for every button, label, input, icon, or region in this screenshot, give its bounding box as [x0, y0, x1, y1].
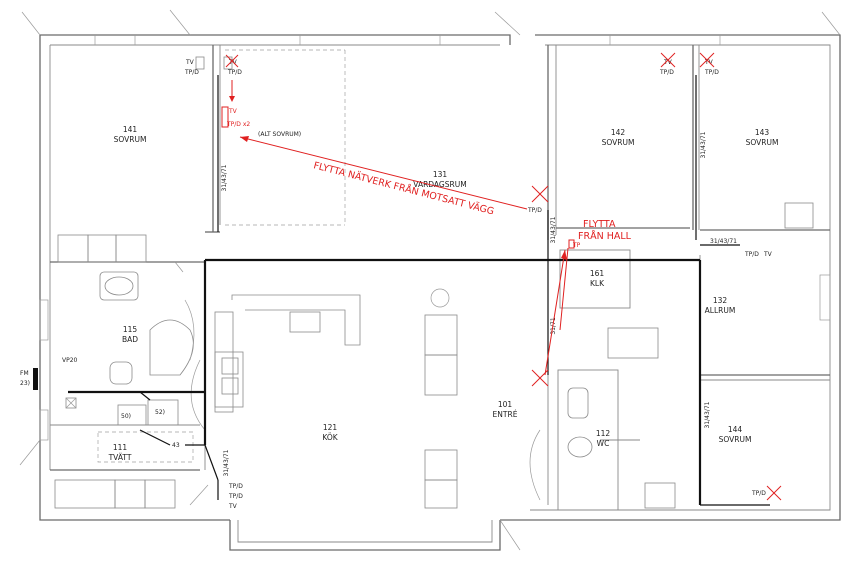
cable-labels: 31/43/71 31/43/71 31/43/71 31/43/71 31/4… [221, 131, 737, 476]
room-142-name: SOVRUM [602, 138, 635, 147]
outlets: TV TP/D TV TP/D TV TP/D x2 TV TP/D TV TP… [184, 56, 773, 510]
room-112-number: 112 [596, 429, 611, 438]
room-111-number: 111 [113, 443, 128, 452]
vp-label: VP20 [62, 357, 78, 364]
room-141-number: 141 [123, 125, 138, 134]
arrow-head-icon [561, 250, 567, 260]
removed-outlet-icon [225, 54, 239, 68]
removed-outlet-icon [699, 52, 715, 68]
room-141-name: SOVRUM [114, 135, 147, 144]
outlet-132-tpd: TP/D [744, 251, 759, 258]
outlet-tp-moved: TP [572, 242, 581, 249]
outlet-143-tpd: TP/D [704, 69, 719, 76]
interior-walls [50, 45, 830, 511]
alt-sovrum-note: (ALT SOVRUM) [258, 131, 301, 138]
room-132-number: 132 [713, 296, 728, 305]
cable-label-kok: 31/43/71 [223, 449, 230, 476]
move-hall-note-1: FLYTTA [583, 219, 616, 230]
outlet-142-tv: TV [663, 59, 673, 66]
outlet-kok-tv: TV [228, 503, 238, 510]
room-143-name: SOVRUM [746, 138, 779, 147]
cable-label-entre: 31/71 [550, 317, 557, 334]
fixtures [54, 202, 814, 509]
room-132-name: ALLRUM [705, 306, 736, 315]
room-112-name: WC [597, 439, 610, 448]
outlet-144-tpd: TP/D [751, 490, 766, 497]
cable-label-131: 31/43/71 [550, 216, 557, 243]
outlet-kok-tpd: TP/D [228, 483, 243, 490]
outlet-new-tv: TV [228, 108, 238, 115]
room-115-name: BAD [122, 335, 138, 344]
appliance-52: 52) [155, 409, 165, 416]
outlet-box-141-a [195, 56, 205, 70]
outlet-141-tpd: TP/D [184, 69, 199, 76]
outlet-141b-tpd: TP/D [227, 69, 242, 76]
arrow-head-icon [229, 96, 235, 102]
room-131-name: VARDAGSRUM [413, 180, 466, 189]
markup: FLYTTA NÄTVERK FRÅN MOTSATT VÄGG FLYTTA … [221, 52, 782, 501]
move-hall-note-2: FRÅN HALL [578, 230, 632, 242]
fm-number: 23) [20, 380, 30, 387]
room-142-number: 142 [611, 128, 626, 137]
outlet-142-tpd: TP/D [659, 69, 674, 76]
arrow-head-icon [240, 136, 249, 142]
equipment: FM 23) VP20 50) 52) 43 [20, 357, 205, 449]
room-161-name: KLK [590, 279, 605, 288]
removed-outlet-icon [531, 369, 549, 387]
outlet-132-tv: TV [763, 251, 773, 258]
fm-label: FM [20, 370, 29, 377]
room-115-number: 115 [123, 325, 138, 334]
fm-box-icon [33, 368, 38, 390]
room-labels: 141 SOVRUM 131 VARDAGSRUM 142 SOVRUM 143… [108, 125, 779, 462]
room-101-number: 101 [498, 400, 513, 409]
outlet-141-tv: TV [185, 59, 195, 66]
room-143-number: 143 [755, 128, 770, 137]
outer-walls [19, 9, 841, 551]
room-121-number: 121 [323, 423, 338, 432]
room-144-number: 144 [728, 425, 743, 434]
room-111-name: TVÄTT [108, 453, 132, 462]
junction-box-icon [65, 397, 77, 409]
room-101-name: ENTRÉ [493, 410, 518, 419]
move-network-note: FLYTTA NÄTVERK FRÅN MOTSATT VÄGG [312, 159, 495, 217]
outlet-131-tpd: TP/D [527, 207, 542, 214]
outlet-new-tpd: TP/D x2 [226, 121, 250, 128]
removed-outlet-icon [766, 485, 782, 501]
removed-outlet-icon [531, 185, 549, 203]
room-121-name: KÖK [322, 433, 338, 442]
room-131-number: 131 [433, 170, 448, 179]
cable-label-144: 31/43/71 [704, 401, 711, 428]
network-cables [68, 75, 770, 506]
appliance-50: 50) [121, 413, 131, 420]
room-161-number: 161 [590, 269, 605, 278]
cable-43: 43 [172, 442, 180, 449]
cable-label-143: 31/43/71 [700, 131, 707, 158]
outlet-kok-tpd2: TP/D [228, 493, 243, 500]
removed-outlet-icon [660, 52, 676, 68]
room-144-name: SOVRUM [719, 435, 752, 444]
cable-label-132: 31/43/71 [710, 238, 737, 245]
cable-label-141: 31/43/71 [221, 164, 228, 191]
